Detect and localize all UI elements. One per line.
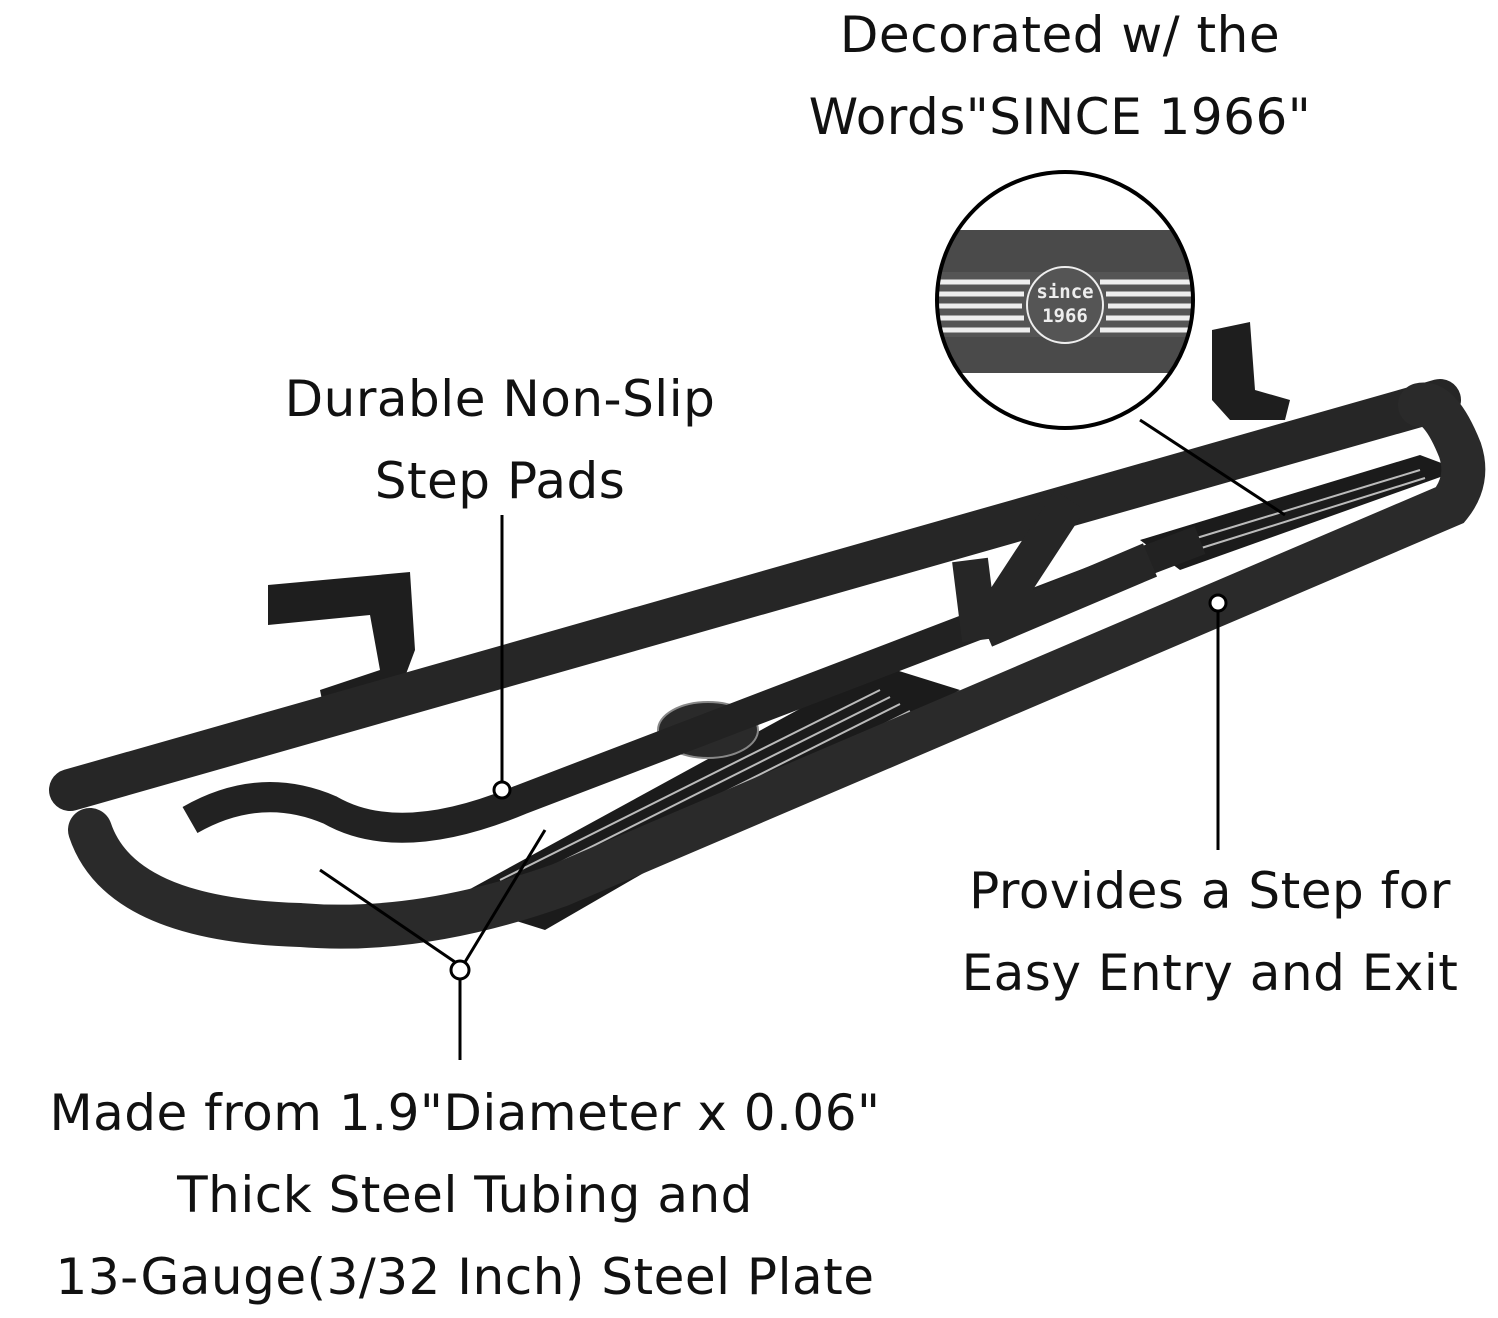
callout-entry-line2: Easy Entry and Exit [961,944,1459,1002]
cross-brace [952,490,1158,647]
callout-material: Made from 1.9"Diameter x 0.06" Thick Ste… [0,1072,965,1318]
lower-tube [68,382,1486,949]
callout-dot-step-pad [492,780,512,800]
callout-material-line2: Thick Steel Tubing and [177,1166,753,1224]
callout-material-line1: Made from 1.9"Diameter x 0.06" [49,1084,881,1142]
mounting-bracket-right [1212,322,1290,420]
callout-step-pads: Durable Non-Slip Step Pads [200,358,800,522]
callout-decoration: Decorated w/ the Words"SINCE 1966" [760,0,1360,158]
inset-logo-year: 1966 [1042,305,1088,327]
upper-tube [49,379,1461,811]
inset-magnifier: since 1966 [935,170,1195,430]
callout-step-pads-line1: Durable Non-Slip [284,370,716,428]
callout-decoration-line2: Words"SINCE 1966" [808,88,1312,146]
callout-entry-line1: Provides a Step for [969,862,1451,920]
mounting-bracket-left [268,572,415,700]
callout-dot-material [449,959,471,981]
inset-logo-since: since [1036,281,1093,303]
inner-tube [182,525,1206,843]
callout-material-line3: 13-Gauge(3/32 Inch) Steel Plate [55,1248,875,1306]
callout-entry: Provides a Step for Easy Entry and Exit [910,850,1498,1014]
callout-dot-entry [1208,593,1228,613]
callout-decoration-line1: Decorated w/ the [839,6,1281,64]
callout-step-pads-line2: Step Pads [374,452,626,510]
